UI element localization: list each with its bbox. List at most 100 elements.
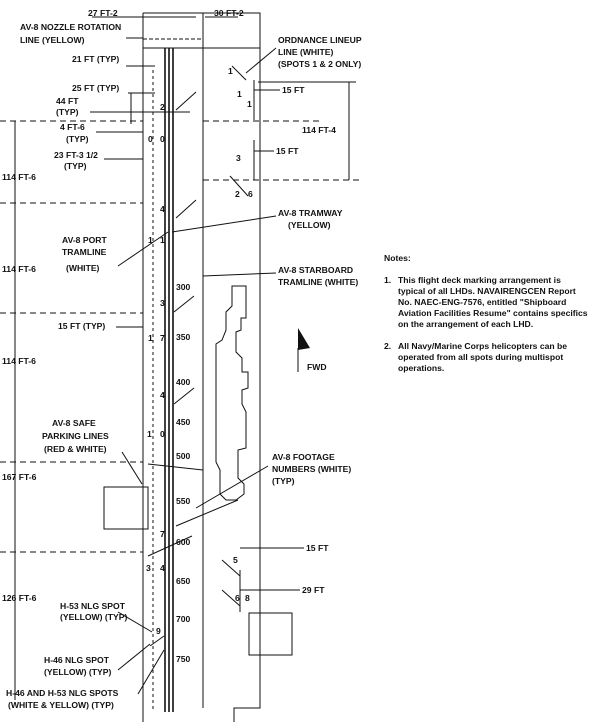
dim-126-label: 126 FT-6 [2, 593, 37, 603]
nozzle-label-2: LINE (YELLOW) [20, 35, 85, 45]
dim-114-6-label-a: 114 FT-6 [2, 172, 36, 182]
spot-number: 3 [236, 153, 241, 163]
island-outline [215, 285, 249, 501]
spot-number: 8 [245, 593, 250, 603]
spot-number: 0 [160, 134, 165, 144]
spot-tick-9 [221, 589, 241, 607]
spot-number: 1 [148, 333, 153, 343]
nozzle-label-1: AV-8 NOZZLE ROTATION [20, 22, 121, 32]
footage-number: 550 [176, 496, 191, 506]
h46-label-1: H-46 NLG SPOT [44, 655, 110, 665]
elevator-starboard [248, 612, 293, 656]
footage-number: 600 [176, 537, 191, 547]
spot-tick-6 [175, 499, 239, 527]
footage-number: 700 [176, 614, 191, 624]
spot-number: 7 [160, 529, 165, 539]
footage-label-1: AV-8 FOOTAGE [272, 452, 335, 462]
notes-title: Notes: [384, 253, 411, 263]
spot-number: 1 [247, 99, 252, 109]
dim-27-label: 27 FT-2 [88, 8, 118, 18]
spot-number: 1 [147, 429, 152, 439]
ordnance-label-2: LINE (WHITE) [278, 47, 334, 57]
spot-tick-8 [221, 559, 241, 577]
spot-tick-4 [173, 295, 195, 313]
spot-number: 2 [160, 102, 165, 112]
notes-panel: Notes: 1. This flight deck marking arran… [384, 253, 589, 385]
footage-number: 350 [176, 332, 191, 342]
footage-label-3: (TYP) [272, 476, 295, 486]
spot-number: 6 [248, 189, 253, 199]
footage-number: 450 [176, 417, 191, 427]
dim-15-r2-label: 15 FT [276, 146, 299, 156]
spot-number: 1 [237, 89, 242, 99]
note-item: 2. All Navy/Marine Corps helicopters can… [384, 341, 589, 374]
spot-number: 3 [146, 563, 151, 573]
h46-leader [117, 643, 151, 671]
spot-tick-2 [229, 175, 249, 197]
dim-114-6-label-b: 114 FT-6 [2, 264, 36, 274]
tramway-label-2: (YELLOW) [288, 220, 331, 230]
dim-30-label: 30 FT-2 [214, 8, 244, 18]
dim-44-label-1: 44 FT [56, 96, 79, 106]
safe-parking-label-2: PARKING LINES [42, 431, 109, 441]
ordnance-label-1: ORDNANCE LINEUP [278, 35, 362, 45]
spot-number: 4 [160, 390, 165, 400]
spot-number: 6 [235, 593, 240, 603]
dim-4-6-label-2: (TYP) [66, 134, 89, 144]
dim-29-label: 29 FT [302, 585, 325, 595]
dim-15-r1-label: 15 FT [282, 85, 305, 95]
spot-tick-7 [147, 535, 193, 557]
h53-label-2: (YELLOW) (TYP) [60, 612, 127, 622]
dim-15-r3-label: 15 FT [306, 543, 329, 553]
spot-number: 0 [160, 429, 165, 439]
spot-number: 4 [160, 563, 165, 573]
elevator-port [103, 486, 149, 530]
footage-number: 750 [176, 654, 191, 664]
stbd-tramline-label-2: TRAMLINE (WHITE) [278, 277, 358, 287]
spot-number: 3 [160, 298, 165, 308]
footage-number: 400 [176, 377, 191, 387]
safe-parking-label-3: (RED & WHITE) [44, 444, 107, 454]
note-text: All Navy/Marine Corps helicopters can be… [398, 341, 568, 373]
spot-number: 1 [148, 235, 153, 245]
dim-4-6-label-1: 4 FT-6 [60, 122, 85, 132]
port-tramline-label-2: TRAMLINE [62, 247, 107, 257]
safe-parking-line [147, 463, 204, 471]
both-label-2: (WHITE & YELLOW) (TYP) [8, 700, 114, 710]
dim-114-6-label-c: 114 FT-6 [2, 356, 36, 366]
spot-number: 9 [156, 626, 161, 636]
port-tramline-label-3: (WHITE) [66, 263, 100, 273]
footage-number: 650 [176, 576, 191, 586]
port-tramline-label-1: AV-8 PORT [62, 235, 107, 245]
dim-114-4-label: 114 FT-4 [302, 125, 336, 135]
spot-number: 4 [160, 204, 165, 214]
spot-number: 7 [160, 333, 165, 343]
dim-21-label: 21 FT (TYP) [72, 54, 119, 64]
footage-number: 500 [176, 451, 191, 461]
spot-tick-3 [175, 199, 197, 219]
h53-label-1: H-53 NLG SPOT [60, 601, 126, 611]
spot-tick-10 [149, 635, 165, 647]
tramway-leader [171, 215, 277, 233]
note-number: 1. [384, 275, 392, 285]
h46-label-2: (YELLOW) (TYP) [44, 667, 111, 677]
dim-44-label-2: (TYP) [56, 107, 79, 117]
footage-label-2: NUMBERS (WHITE) [272, 464, 351, 474]
spot-tick-1 [175, 91, 197, 111]
both-label-1: H-46 AND H-53 NLG SPOTS [6, 688, 119, 698]
port-tramline-leader [117, 231, 169, 267]
stbd-tramline-leader [202, 272, 277, 277]
spot-tick-5 [173, 387, 195, 405]
footage-leader [195, 465, 269, 509]
dim-25-label: 25 FT (TYP) [72, 83, 119, 93]
note-number: 2. [384, 341, 392, 351]
note-text: This flight deck marking arrangement is … [398, 275, 588, 329]
spot-number: 2 [235, 189, 240, 199]
spot-number: 0 [148, 134, 153, 144]
tramway-label-1: AV-8 TRAMWAY [278, 208, 343, 218]
h53-leader [117, 611, 153, 633]
spot-number: 1 [228, 66, 233, 76]
dim-23-label-1: 23 FT-3 1/2 [54, 150, 98, 160]
